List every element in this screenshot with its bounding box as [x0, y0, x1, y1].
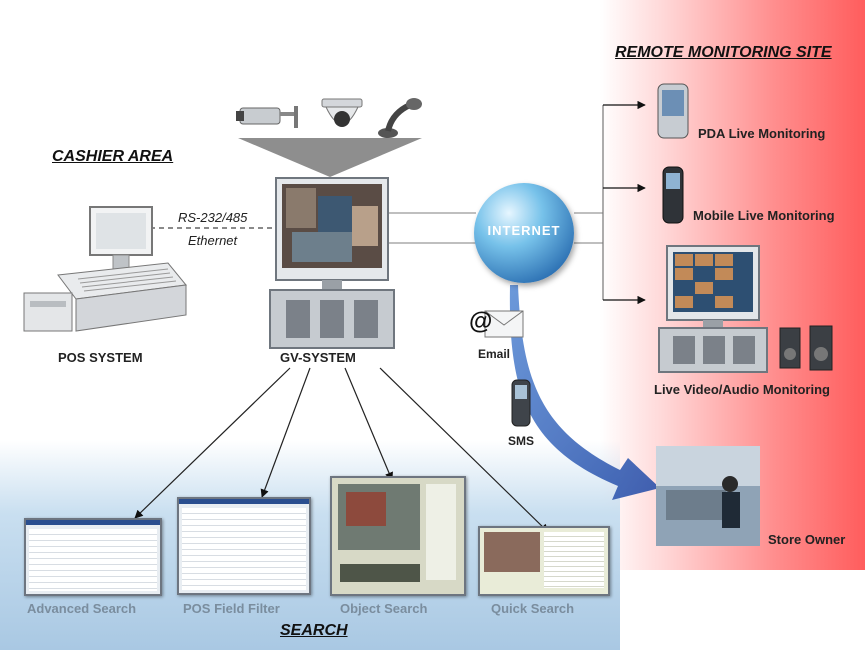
server-icon	[269, 289, 395, 349]
advanced-search-arrow	[134, 367, 291, 519]
globe-icon: INTERNET	[474, 183, 574, 283]
phone-icon	[662, 166, 684, 224]
microphone-icon	[378, 98, 422, 138]
email-icon: @	[469, 308, 524, 338]
cashier-area-title: CASHIER AREA	[52, 148, 174, 165]
pda-label: PDA Live Monitoring	[698, 126, 826, 141]
store-owner-label: Store Owner	[768, 532, 846, 547]
quick-search-arrow	[379, 367, 549, 533]
svg-text:@: @	[469, 308, 492, 335]
store-owner-arrow	[509, 285, 660, 500]
object-search-label: Object Search	[340, 601, 428, 616]
quick-search-label: Quick Search	[491, 601, 575, 616]
ethernet-label: Ethernet	[188, 233, 238, 248]
remote-site-title: REMOTE MONITORING SITE	[615, 44, 832, 61]
camera-icon	[236, 106, 298, 128]
camera-funnel	[238, 138, 422, 177]
quick-search-screenshot	[478, 526, 610, 596]
phone-icon	[511, 379, 531, 427]
speaker-icon	[779, 325, 833, 371]
object-search-arrow	[344, 367, 393, 481]
monitor-icon	[666, 245, 760, 330]
advanced-search-label: Advanced Search	[27, 601, 137, 616]
pos-filter-arrow	[260, 367, 311, 498]
object-search-screenshot	[330, 476, 466, 596]
rs232-label: RS-232/485	[178, 210, 248, 225]
internet-label: INTERNET	[487, 223, 561, 238]
pda-icon	[657, 83, 689, 139]
server-icon	[658, 327, 768, 373]
gv-system-label: GV-SYSTEM	[280, 350, 356, 365]
sms-label: SMS	[508, 434, 535, 448]
advanced-search-screenshot	[24, 518, 162, 596]
mobile-label: Mobile Live Monitoring	[693, 208, 835, 223]
dome-camera-icon	[321, 98, 363, 127]
search-title: SEARCH	[280, 622, 348, 639]
live-video-label: Live Video/Audio Monitoring	[654, 382, 830, 397]
pos-system-label: POS SYSTEM	[58, 350, 143, 365]
monitor-icon	[275, 177, 389, 290]
store-owner-photo	[656, 446, 760, 546]
pos-terminal-icon	[23, 206, 187, 332]
pos-field-filter-screenshot	[177, 497, 311, 595]
pos-field-filter-label: POS Field Filter	[183, 601, 280, 616]
email-label: Email	[478, 347, 511, 361]
